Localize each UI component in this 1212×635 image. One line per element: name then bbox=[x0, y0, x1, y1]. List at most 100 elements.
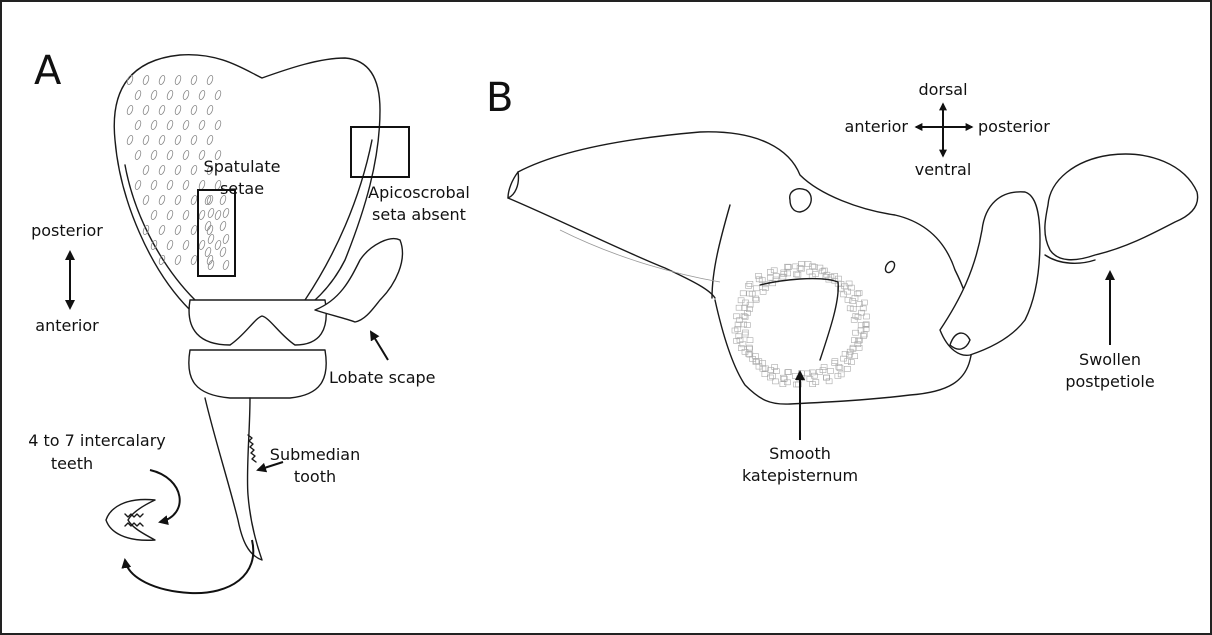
label-dorsal: dorsal bbox=[918, 80, 967, 99]
label-spatulate: Spatulate bbox=[204, 157, 281, 176]
seta-mark bbox=[222, 208, 230, 219]
panel-a: A Spatulate setae Apicoscrobal seta abse… bbox=[28, 48, 470, 593]
sculpture-cell bbox=[744, 311, 750, 316]
seta-mark bbox=[214, 240, 222, 251]
seta-mark bbox=[174, 255, 182, 266]
katepisternum-sculpture bbox=[732, 261, 869, 387]
seta-mark bbox=[190, 225, 198, 236]
sculpture-cell bbox=[844, 366, 850, 371]
katepisternum-inner bbox=[760, 279, 838, 360]
seta-mark bbox=[142, 135, 150, 146]
mesosoma-shade-line bbox=[560, 230, 720, 282]
seta-mark bbox=[222, 260, 230, 271]
sculpture-cell bbox=[845, 297, 851, 302]
label-setae: setae bbox=[220, 179, 264, 198]
sculpture-cell bbox=[767, 269, 773, 274]
seta-mark bbox=[198, 180, 206, 191]
label-postpetiole: postpetiole bbox=[1065, 372, 1154, 391]
sculpture-cell bbox=[795, 272, 801, 277]
sculpture-cell bbox=[807, 377, 813, 382]
seta-mark bbox=[142, 195, 150, 206]
seta-mark bbox=[182, 150, 190, 161]
mandible-tip-detail bbox=[106, 500, 155, 541]
seta-mark bbox=[206, 105, 214, 116]
intercalary-arrow bbox=[150, 470, 180, 522]
label-intercalary: 4 to 7 intercalary bbox=[28, 431, 166, 450]
sculpture-cell bbox=[780, 382, 786, 387]
seta-mark bbox=[190, 135, 198, 146]
seta-mark bbox=[126, 135, 134, 146]
seta-mark bbox=[166, 150, 174, 161]
label-apicoscrobal: Apicoscrobal bbox=[368, 183, 470, 202]
seta-mark bbox=[182, 210, 190, 221]
sculpture-cell bbox=[853, 330, 859, 335]
seta-mark bbox=[158, 105, 166, 116]
sculpture-cell bbox=[861, 300, 867, 305]
seta-mark bbox=[198, 90, 206, 101]
mesopleural-suture bbox=[712, 205, 730, 298]
seta-mark bbox=[190, 195, 198, 206]
propodeal-lobe bbox=[790, 189, 812, 212]
seta-mark bbox=[198, 120, 206, 131]
sculpture-cell bbox=[760, 361, 766, 366]
sculpture-cell bbox=[793, 382, 799, 387]
label-smooth: Smooth bbox=[769, 444, 831, 463]
seta-mark bbox=[150, 150, 158, 161]
sculpture-cell bbox=[824, 375, 830, 380]
seta-mark bbox=[190, 255, 198, 266]
seta-mark bbox=[190, 165, 198, 176]
seta-mark bbox=[214, 120, 222, 131]
tip-loop-arrow bbox=[125, 540, 253, 593]
sculpture-cell bbox=[756, 364, 762, 369]
sculpture-cell bbox=[832, 359, 838, 364]
seta-mark bbox=[207, 260, 215, 271]
apicoscrobal-box bbox=[351, 127, 409, 177]
sculpture-cell bbox=[823, 375, 829, 380]
sculpture-cell bbox=[826, 379, 832, 384]
seta-mark bbox=[166, 90, 174, 101]
sculpture-cell bbox=[747, 291, 753, 296]
sculpture-cell bbox=[740, 291, 746, 296]
sculpture-cell bbox=[771, 268, 777, 273]
seta-mark bbox=[166, 120, 174, 131]
seta-mark bbox=[158, 255, 166, 266]
propodeal-spiracle bbox=[884, 260, 897, 274]
sculpture-cell bbox=[828, 368, 834, 373]
sculpture-cell bbox=[747, 346, 753, 351]
label-swollen: Swollen bbox=[1079, 350, 1141, 369]
sculpture-cell bbox=[793, 272, 799, 277]
seta-mark bbox=[214, 90, 222, 101]
seta-mark bbox=[150, 180, 158, 191]
label-anterior-b: anterior bbox=[845, 117, 909, 136]
sculpture-cell bbox=[760, 366, 766, 371]
seta-mark bbox=[142, 105, 150, 116]
postpetiole-outline bbox=[1045, 154, 1198, 260]
sculpture-cell bbox=[807, 269, 813, 274]
seta-mark bbox=[207, 208, 215, 219]
seta-mark bbox=[174, 165, 182, 176]
sculpture-cell bbox=[848, 360, 854, 365]
sculpture-cell bbox=[856, 345, 862, 350]
seta-mark bbox=[134, 150, 142, 161]
seta-mark bbox=[207, 234, 215, 245]
sculpture-cell bbox=[742, 332, 748, 337]
label-ventral: ventral bbox=[915, 160, 972, 179]
petiole-outline bbox=[940, 192, 1040, 356]
seta-mark bbox=[182, 90, 190, 101]
seta-mark bbox=[219, 247, 227, 258]
seta-mark bbox=[204, 221, 212, 232]
seta-mark bbox=[142, 165, 150, 176]
seta-mark bbox=[150, 210, 158, 221]
labrum-plate bbox=[189, 350, 326, 398]
label-lobate-scape: Lobate scape bbox=[329, 368, 436, 387]
sculpture-cell bbox=[736, 305, 742, 310]
sculpture-cell bbox=[850, 299, 856, 304]
sculpture-cell bbox=[767, 275, 773, 280]
label-tooth: tooth bbox=[294, 467, 336, 486]
seta-mark bbox=[158, 135, 166, 146]
seta-mark bbox=[142, 75, 150, 86]
sculpture-cell bbox=[793, 264, 799, 269]
seta-mark bbox=[198, 210, 206, 221]
